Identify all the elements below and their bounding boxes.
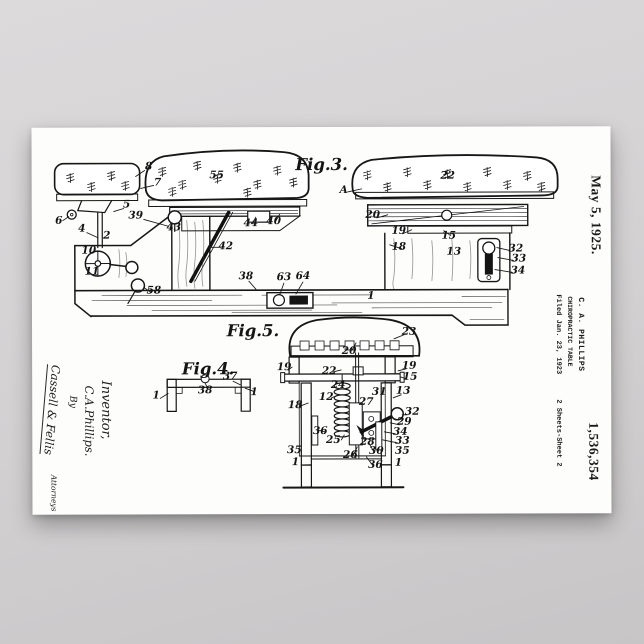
ref-label: 42 — [218, 240, 233, 252]
inventor-name: C. A. PHILLIPS — [575, 297, 586, 372]
ref-label: 30 — [369, 445, 384, 457]
patent-date: May 5, 1925. — [588, 175, 604, 255]
ref-label: 27 — [358, 396, 374, 408]
ref-label: 36 — [313, 425, 328, 437]
inventor-signature: C.A.Phillips. — [82, 385, 97, 457]
ref-label: 35 — [395, 445, 410, 457]
figure-caption: Fig.3. — [294, 155, 348, 174]
by-label: By — [67, 395, 79, 409]
ref-label: 2 — [102, 230, 110, 242]
ref-label: 13 — [396, 385, 411, 397]
ref-label: 1 — [251, 386, 258, 398]
filed-date: Filed Jan. 23, 1923 — [553, 294, 563, 375]
figure-caption: Fig.4. — [181, 359, 235, 378]
sheet-info: 2 Sheets-Sheet 2 — [554, 399, 563, 467]
ref-label: 38 — [239, 270, 254, 282]
patent-title: CHIROPRACTIC TABLE — [565, 296, 574, 367]
ref-label: 7 — [154, 176, 162, 188]
ref-label: 36 — [368, 459, 383, 471]
ref-label: 18 — [391, 241, 406, 253]
ref-label: 19 — [391, 225, 406, 237]
ref-label: 10 — [81, 245, 96, 257]
ref-label: 20 — [341, 345, 357, 357]
ref-label: 19 — [402, 360, 417, 372]
ref-label: 40 — [266, 215, 281, 227]
ref-label: 13 — [446, 246, 461, 258]
ref-label: 55 — [209, 169, 224, 181]
figure-4-labels: Fig.4. 1 38 37 1 — [153, 359, 258, 401]
ref-label: 34 — [511, 264, 526, 276]
figure-3-drawing — [53, 149, 559, 326]
ref-label: 22 — [321, 365, 337, 377]
figure-4-drawing — [159, 374, 254, 413]
ref-label: 19 — [277, 361, 292, 373]
patent-drawing: Fig.3.8756421011394355424440583863641A22… — [53, 149, 559, 489]
ref-label: 32 — [405, 406, 420, 418]
ref-label: 12 — [319, 391, 334, 403]
ref-label: 43 — [166, 221, 181, 233]
ref-label: 11 — [85, 266, 100, 278]
ref-label: 33 — [395, 435, 410, 447]
ref-label: 58 — [147, 284, 162, 296]
ref-label: 5 — [123, 199, 130, 211]
figure-caption: Fig.5. — [226, 321, 280, 340]
ref-label: 32 — [508, 242, 523, 254]
ref-label: 23 — [401, 326, 417, 338]
ref-label: 35 — [287, 444, 302, 456]
ref-label: 64 — [296, 270, 311, 282]
ref-label: 24 — [330, 379, 346, 391]
ref-label: 34 — [393, 426, 408, 438]
ref-label: 38 — [198, 384, 213, 396]
ref-label: 1 — [153, 389, 160, 401]
ref-label: 18 — [288, 399, 303, 411]
ref-label: 6 — [55, 215, 63, 227]
ref-label: 4 — [78, 223, 85, 235]
ref-label: 22 — [439, 170, 455, 182]
ref-label: 29 — [396, 416, 412, 428]
attorneys-label: Attorneys — [49, 474, 59, 512]
inventor-label: Inventor, — [98, 380, 114, 440]
ref-label: 33 — [512, 252, 527, 264]
patent-number: 1,536,354 — [586, 422, 602, 481]
ref-label: 1 — [395, 457, 402, 469]
ref-label: 63 — [277, 271, 292, 283]
ref-label: 15 — [441, 230, 456, 242]
figure-5-drawing — [280, 316, 421, 489]
ref-label: 28 — [359, 436, 375, 448]
ref-label: 39 — [128, 209, 143, 221]
ref-label: 25 — [325, 434, 341, 446]
ref-label: 1 — [367, 290, 374, 302]
ref-label: 15 — [403, 371, 418, 383]
ref-label: 44 — [243, 217, 258, 229]
ref-label: 8 — [145, 160, 153, 172]
ref-label: 31 — [372, 386, 387, 398]
ref-label: 1 — [292, 456, 299, 468]
ref-label: A — [339, 184, 348, 196]
ref-label: 26 — [342, 449, 358, 461]
ref-label: 20 — [364, 209, 380, 221]
ref-label: 37 — [223, 370, 238, 382]
